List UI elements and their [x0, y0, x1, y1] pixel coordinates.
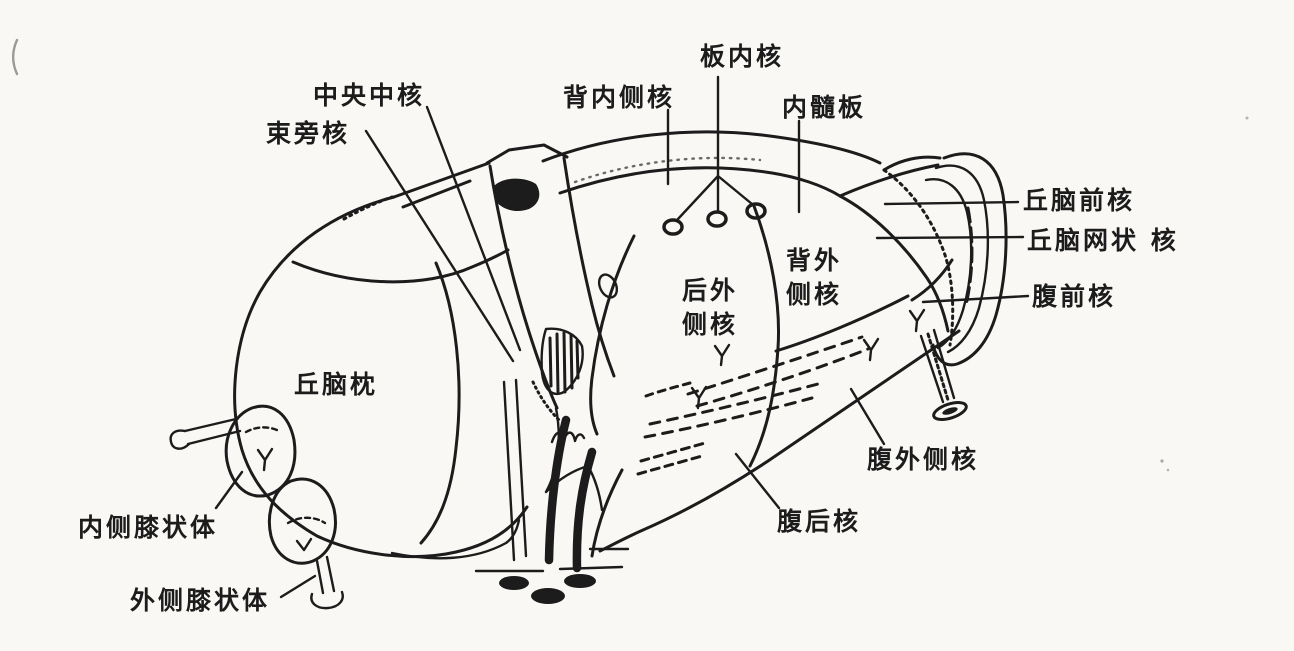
label-ventral-anterior-nucleus: 腹前核 [1032, 282, 1117, 311]
leader-parafascicular-nucleus [364, 129, 515, 363]
label-medial-geniculate-body: 内侧膝状体 [78, 513, 219, 542]
inferior-stalks [474, 378, 630, 604]
leader-lateral-geniculate-body [279, 574, 317, 599]
label-dorsomedial-nucleus: 背内侧核 [563, 83, 676, 112]
label-anterior-thalamic-nucleus: 丘脑前核 [1023, 186, 1136, 215]
fiber-bundle-dashes [550, 308, 926, 476]
leader-ventral-lateral-nucleus [849, 387, 886, 446]
right-lower-limb [919, 328, 968, 421]
leader-intralaminar-nuclei [676, 75, 754, 221]
label-lateral-posterior-nucleus: 后外侧核 [682, 276, 739, 339]
label-lateral-dorsal-nucleus: 背外侧核 [786, 246, 843, 309]
lateral-geniculate-body-shape [267, 477, 344, 610]
leader-medial-geniculate-body [214, 470, 244, 510]
pulvinar-shape [233, 161, 529, 560]
leader-centromedian-nucleus [425, 105, 522, 352]
medial-geniculate-body-shape [169, 404, 297, 498]
thalamus-body-shape [541, 130, 961, 553]
label-centromedian-nucleus: 中央中核 [313, 81, 426, 110]
label-internal-medullary-lamina: 内髓板 [782, 93, 867, 122]
leader-thalamic-reticular-nucleus [875, 235, 1025, 240]
label-thalamic-reticular-nucleus: 丘脑网状 核 [1027, 226, 1179, 255]
leader-lines [214, 75, 1030, 599]
intralaminar-circles [662, 202, 767, 236]
label-ventral-lateral-nucleus: 腹外侧核 [867, 445, 980, 474]
label-lateral-geniculate-body: 外侧膝状体 [130, 586, 271, 615]
leader-ventral-anterior-nucleus [921, 294, 1030, 304]
leader-ventral-posterior-nucleus [734, 452, 781, 510]
label-pulvinar: 丘脑枕 [294, 370, 379, 399]
label-ventral-posterior-nucleus: 腹后核 [777, 507, 862, 536]
central-wedge-shape [485, 143, 619, 422]
label-parafascicular-nucleus: 束旁核 [266, 119, 351, 148]
leader-anterior-thalamic-nucleus [883, 200, 1020, 206]
anterior-pole-disc [882, 152, 1008, 367]
label-intralaminar-nuclei: 板内核 [700, 42, 785, 71]
scan-artifacts [12, 38, 1249, 472]
